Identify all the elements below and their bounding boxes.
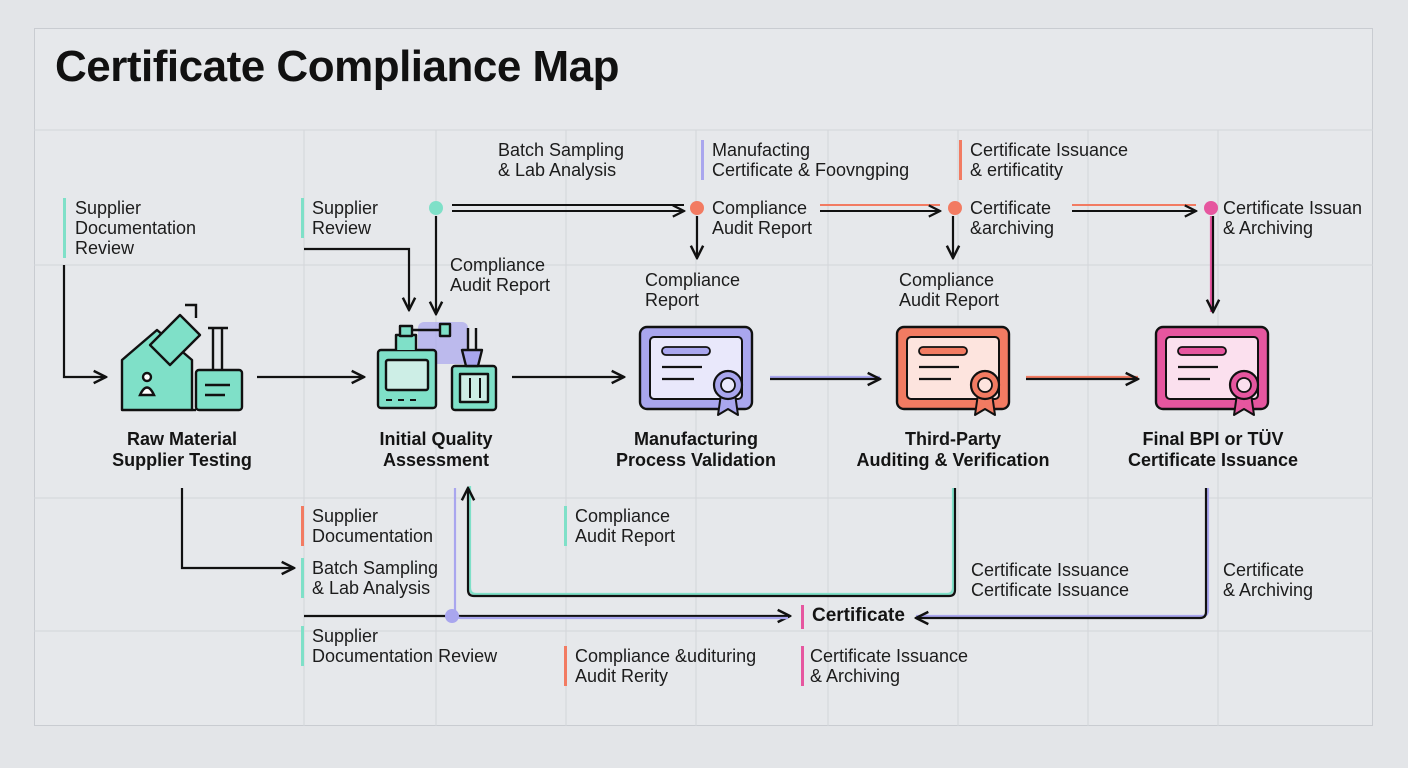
label-compliance-audit-report-top: Compliance Audit Report — [712, 198, 813, 238]
arrow-supplier-review-to-stage2 — [304, 247, 409, 310]
certificate-node-label: Certificate — [812, 605, 905, 626]
certificate-icon-final — [1154, 325, 1270, 416]
stage-title-2: Initial Quality Assessment — [379, 429, 493, 470]
label-bar — [564, 506, 567, 546]
stage-title-5: Final BPI or TÜV Certificate Issuance — [1127, 429, 1299, 470]
stage-title-3: Manufacturing Process Validation — [615, 429, 777, 470]
stage-title-1: Raw Material Supplier Testing — [112, 429, 252, 470]
label-certificate-issuance-bottom: Certificate Issuance & Archiving — [810, 646, 969, 686]
flow-node-pink — [1204, 201, 1218, 215]
label-bar — [701, 140, 704, 180]
label-bar — [801, 605, 804, 629]
label-supplier-review: Supplier Review — [312, 198, 379, 238]
label-manufacting-certificate: Manufacting Certificate & Foovngping — [712, 140, 910, 180]
label-supplier-doc-review-bottom: Supplier Documentation Review — [312, 626, 498, 666]
flow-node-purple — [445, 609, 459, 623]
label-bar — [301, 506, 304, 546]
label-compliance-auditing: Compliance &udituring Audit Rerity — [575, 646, 757, 686]
label-compliance-audit-report-3: Compliance Audit Report — [899, 270, 1000, 310]
flow-node-orange — [690, 201, 704, 215]
label-bar — [564, 646, 567, 686]
label-certificate-issuan-archiving: Certificate Issuan & Archiving — [1223, 198, 1363, 238]
certificate-icon-manufacturing — [638, 325, 754, 416]
stage-title-4: Third-Party Auditing & Verification — [856, 429, 1050, 470]
label-certificate-issuance-double: Certificate Issuance Certificate Issuanc… — [971, 560, 1130, 600]
page-title: Certificate Compliance Map — [55, 42, 620, 91]
label-compliance-report: Compliance Report — [645, 270, 741, 310]
label-compliance-audit-report-low: Compliance Audit Report — [575, 506, 676, 546]
label-bar — [959, 140, 962, 180]
flow-node-orange — [948, 201, 962, 215]
label-certificate-archiving-right: Certificate & Archiving — [1223, 560, 1314, 600]
label-compliance-audit-report: Compliance Audit Report — [450, 255, 551, 295]
label-bar — [301, 626, 304, 666]
label-bar — [301, 558, 304, 598]
label-batch-sampling-low: Batch Sampling & Lab Analysis — [312, 558, 439, 598]
label-bar — [63, 198, 66, 258]
label-bar — [301, 198, 304, 238]
label-certificate-issuance-top: Certificate Issuance & ertificatity — [970, 140, 1129, 180]
certificate-icon-third-party — [895, 325, 1011, 416]
flow-node-teal — [429, 201, 443, 215]
label-bar — [801, 646, 804, 686]
arrow-supplier-review-to-stage1 — [62, 265, 106, 377]
label-certificate-archiving: Certificate &archiving — [970, 198, 1055, 238]
label-supplier-doc-review: Supplier Documentation Review — [75, 198, 197, 258]
label-batch-sampling: Batch Sampling & Lab Analysis — [498, 140, 625, 180]
label-supplier-documentation: Supplier Documentation — [312, 506, 434, 546]
arrow-stage1-down — [180, 488, 294, 568]
